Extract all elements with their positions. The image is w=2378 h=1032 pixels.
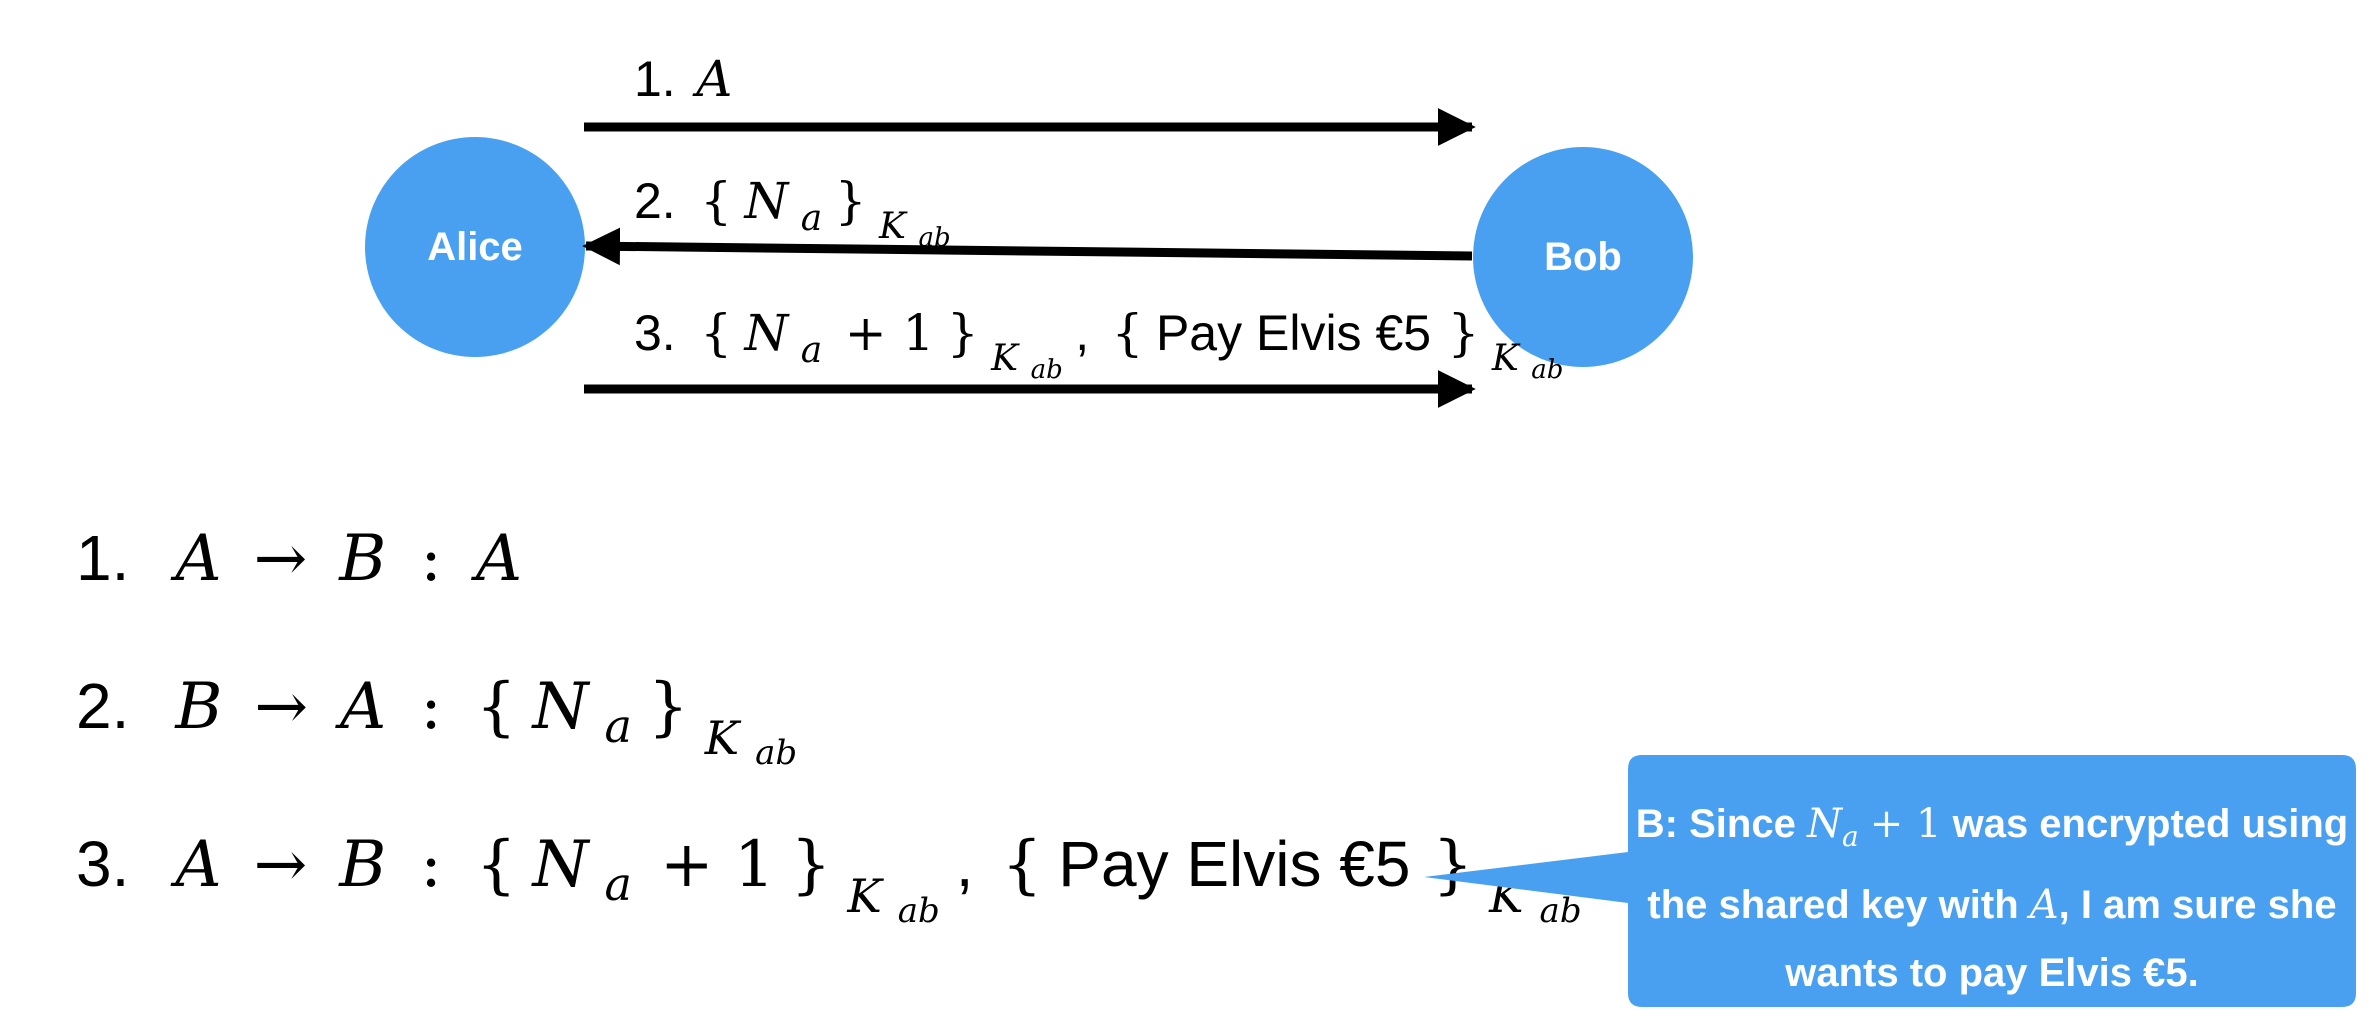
callout-agent: A (2029, 882, 2059, 928)
protocol-step-2: 2. B → A : { N a } K ab (76, 670, 797, 773)
bob-node (1473, 147, 1693, 367)
arrow-2-label: 2. { N a } K ab (634, 172, 951, 253)
callout-plus-one: + 1 (1869, 801, 1942, 847)
callout-bubble (1424, 755, 2356, 1007)
protocol-step-1: 1. A → B : A (76, 522, 522, 596)
callout-end: , I am sure she wants to pay Elvis €5. (1785, 883, 2337, 995)
arrow-1-label: 1. A (634, 50, 732, 108)
callout-text: B: Since Na + 1 was encrypted using the … (1632, 790, 2352, 1007)
alice-node (365, 137, 585, 357)
callout-since: Since (1689, 802, 1796, 846)
arrow-2 (582, 227, 1473, 266)
alice-label: Alice (427, 225, 523, 269)
protocol-step-3: 3. A → B : { N a + 1 } K ab , { Pay Elvi… (76, 828, 1582, 936)
callout-nonce: N (1806, 801, 1842, 847)
bob-label: Bob (1544, 235, 1622, 279)
callout-nonce-sub: a (1841, 820, 1859, 853)
callout-mid: was encrypted using the shared key with (1647, 802, 2349, 927)
arrow-3-label: 3. { N a + 1 } K ab , { Pay Elvis €5 } K… (634, 304, 1563, 389)
callout-prefix: B: (1635, 802, 1678, 846)
